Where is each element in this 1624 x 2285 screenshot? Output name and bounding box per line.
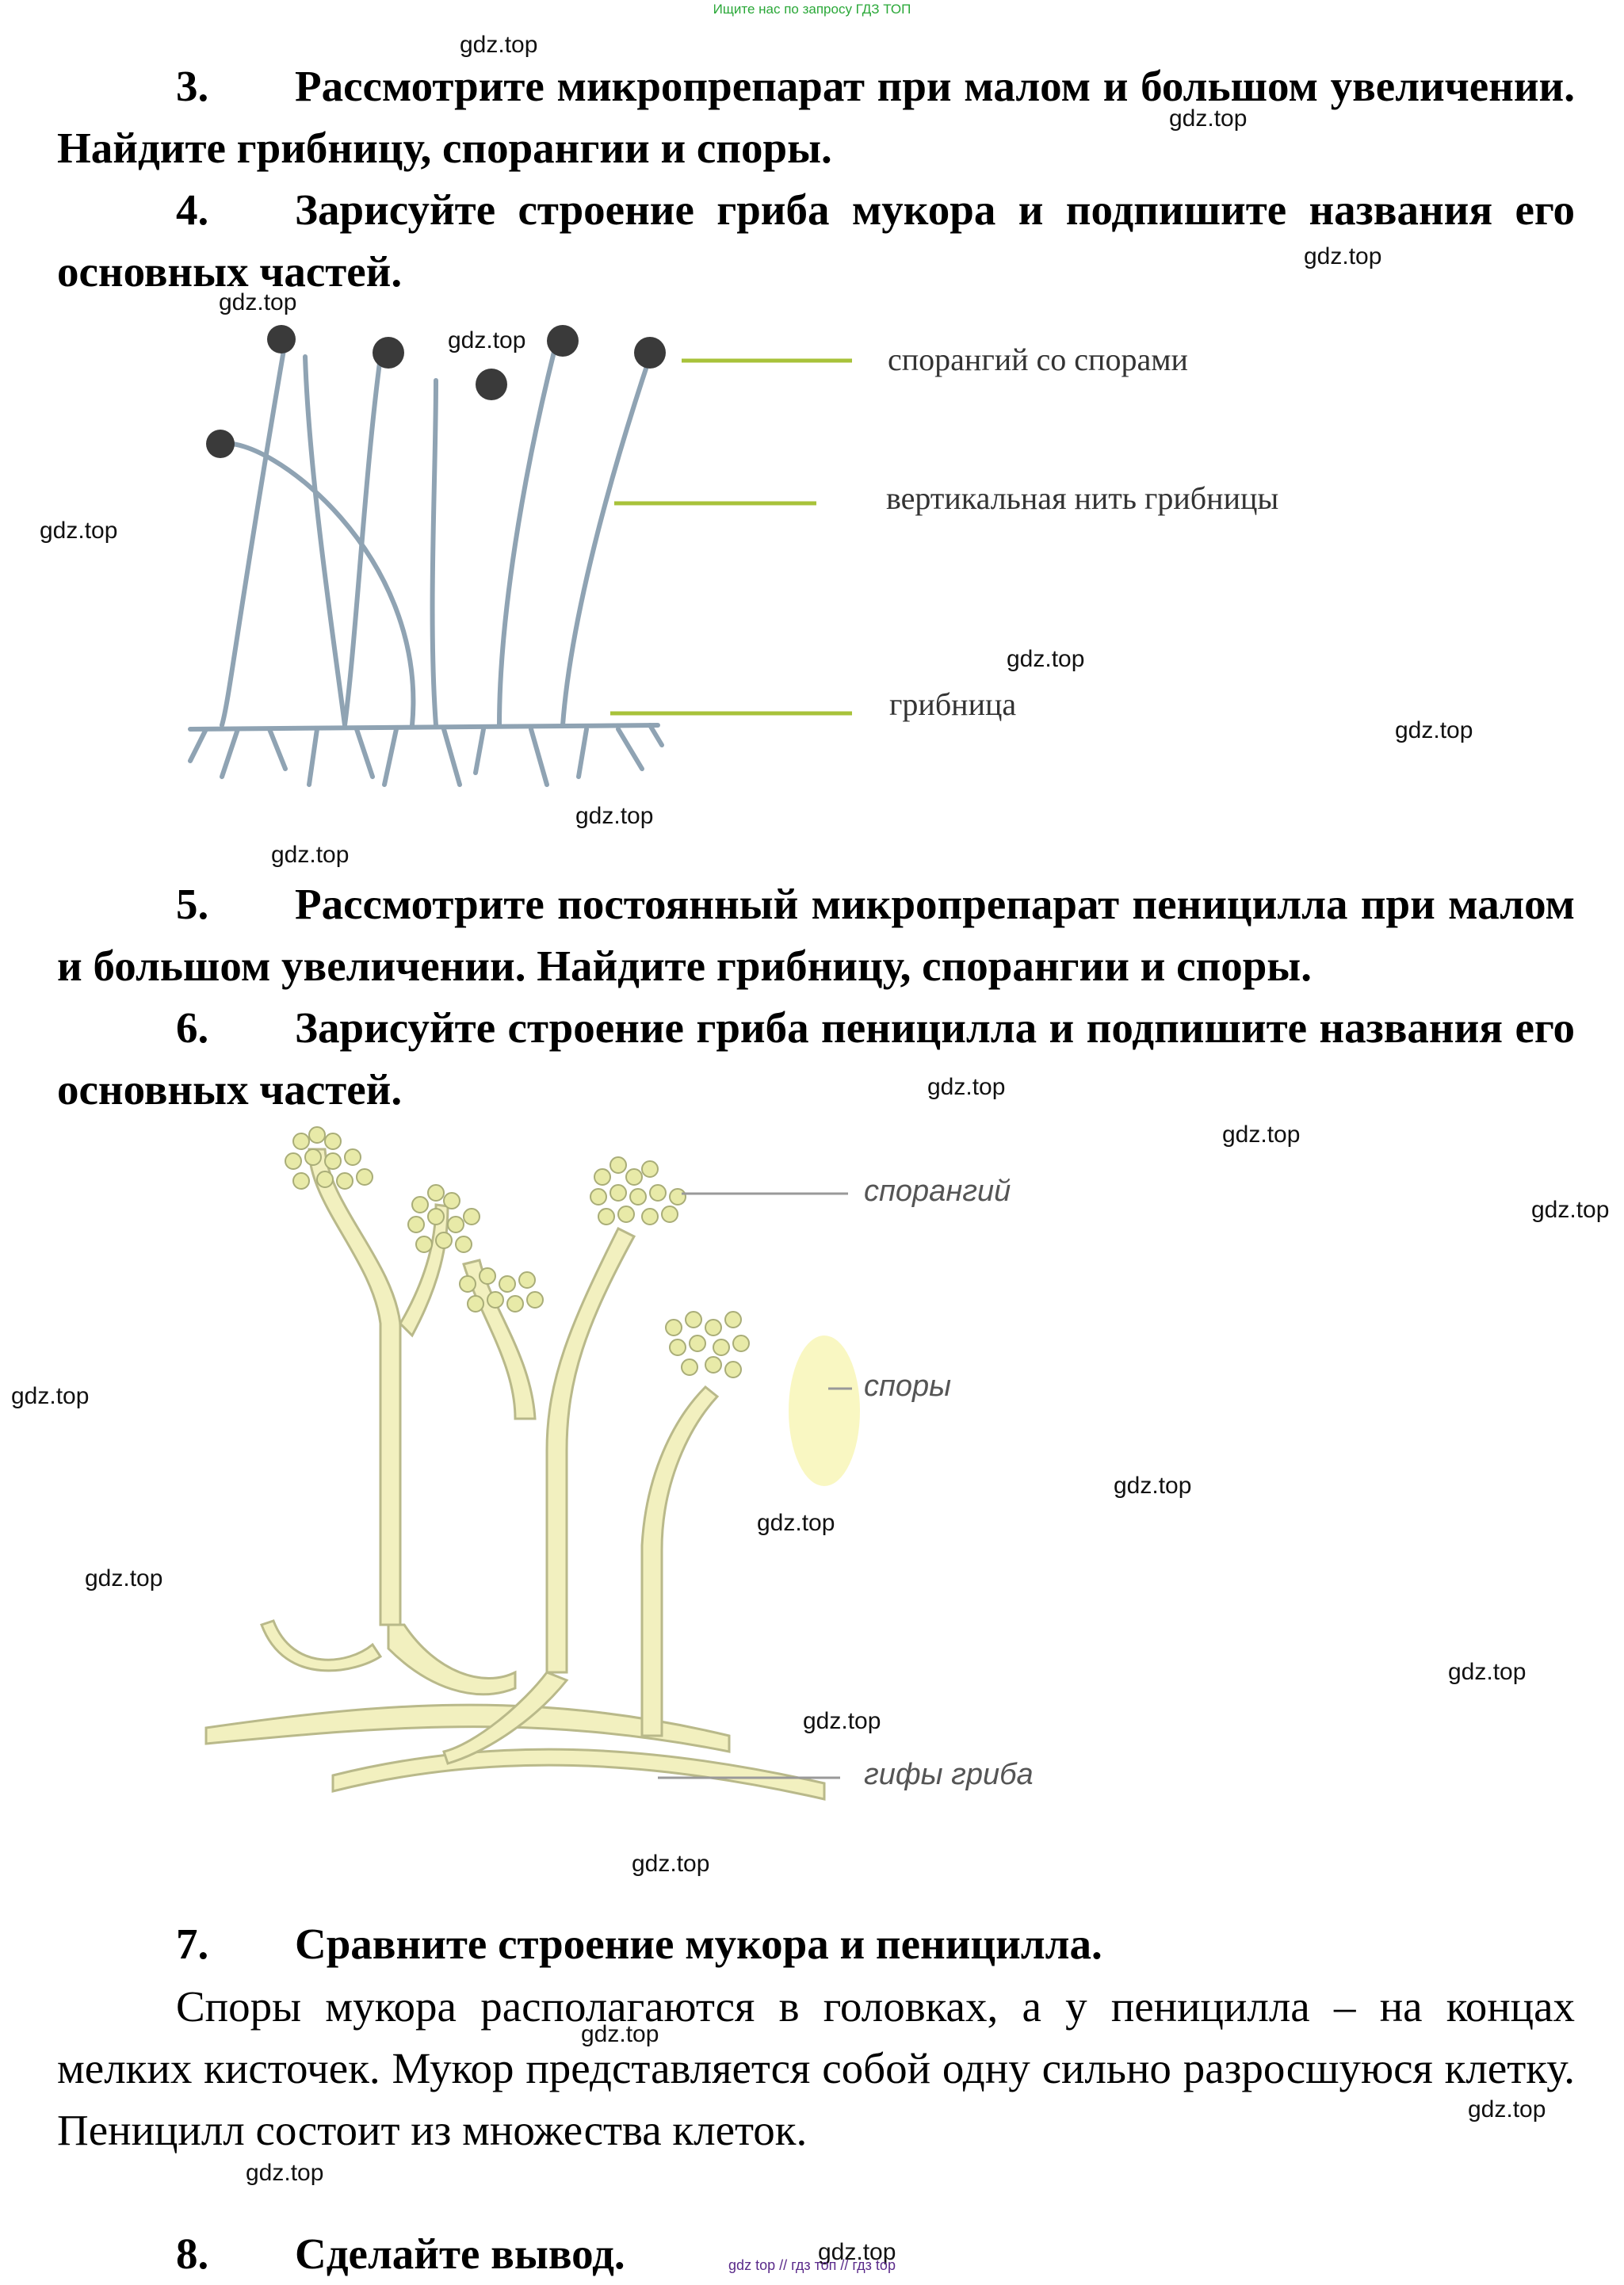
watermark: gdz.top	[40, 518, 118, 544]
mucor-hypha	[220, 441, 416, 728]
mucor-hypha	[497, 346, 557, 728]
watermark: gdz.top	[1468, 2096, 1546, 2123]
watermark: gdz.top	[632, 1851, 710, 1877]
watermark: gdz.top	[1395, 717, 1473, 743]
watermark: gdz.top	[1531, 1197, 1610, 1223]
question-3-text: Рассмотрите микропрепарат при малом и бо…	[57, 62, 1575, 172]
spore-cloud	[789, 1335, 860, 1486]
watermark: gdz.top	[271, 842, 350, 868]
watermark: gdz.top	[246, 2160, 324, 2186]
mucor-hypha	[342, 354, 383, 728]
watermark: gdz.top	[11, 1383, 90, 1409]
question-6-number: 6.	[176, 1003, 209, 1052]
question-6: 6.Зарисуйте строение гриба пеницилла и п…	[57, 997, 1575, 1121]
mucor-sporangium	[267, 325, 296, 353]
question-6-text: Зарисуйте строение гриба пеницилла и под…	[57, 1003, 1575, 1114]
watermark: gdz.top	[927, 1074, 1006, 1100]
mucor-sporangium	[476, 369, 507, 400]
penicillium-conidiophore	[308, 1148, 402, 1626]
watermark: gdz.top	[581, 2021, 659, 2047]
footer-links[interactable]: gdz top // гдз топ // гдз top	[728, 2257, 896, 2273]
watermark: gdz.top	[85, 1565, 163, 1591]
watermark: gdz.top	[1169, 105, 1248, 132]
label-penicillium-spores: споры	[864, 1370, 952, 1403]
watermark: gdz.top	[803, 1708, 881, 1734]
watermark: gdz.top	[1304, 243, 1382, 269]
mucor-sporangium	[547, 325, 579, 357]
watermark: gdz.top	[757, 1510, 835, 1536]
question-5-text: Рассмотрите постоянный микропрепарат пен…	[57, 880, 1575, 990]
question-8-text: Сделайте вывод.	[295, 2230, 625, 2278]
mucor-hypha	[303, 354, 347, 728]
question-7-text: Сравните строение мукора и пеницилла.	[295, 1920, 1102, 1968]
question-8-number: 8.	[176, 2230, 209, 2278]
mucor-hypha	[220, 338, 288, 728]
label-mucor-mycelium: грибница	[889, 686, 1017, 722]
watermark: gdz.top	[1448, 1659, 1527, 1685]
question-4-text: Зарисуйте строение гриба мукора и подпиш…	[57, 185, 1575, 296]
label-penicillium-hyphae: гифы гриба	[864, 1758, 1034, 1791]
mucor-hypha	[430, 378, 438, 728]
mucor-sporangium	[634, 337, 666, 369]
watermark: gdz.top	[818, 2239, 896, 2265]
question-4: 4.Зарисуйте строение гриба мукора и подп…	[57, 179, 1575, 303]
label-mucor-sporangium: спорангий со спорами	[888, 342, 1188, 377]
question-8: 8. Сделайте вывод.	[57, 2223, 1575, 2285]
question-5: 5.Рассмотрите постоянный микропрепарат п…	[57, 873, 1575, 997]
mucor-sporangium	[373, 337, 404, 369]
watermark: gdz.top	[448, 327, 526, 353]
penicillium-drawing	[204, 1126, 860, 1801]
label-penicillium-sporangium: спорангий	[864, 1175, 1011, 1208]
question-7-number: 7.	[176, 1920, 209, 1968]
penicillium-conidiophore	[545, 1226, 636, 1674]
watermark: gdz.top	[1007, 646, 1085, 672]
watermark: gdz.top	[575, 803, 654, 829]
mucor-hypha	[560, 354, 652, 728]
answer-7: Споры мукора располагаются в головках, а…	[57, 1982, 1575, 2154]
question-3: 3.Рассмотрите микропрепарат при малом и …	[57, 55, 1575, 179]
label-mucor-vertical-hypha: вертикальная нить грибницы	[886, 480, 1279, 516]
watermark: gdz.top	[1114, 1473, 1192, 1499]
question-4-number: 4.	[176, 185, 209, 234]
top-banner: Ищите нас по запросу ГДЗ ТОП	[713, 2, 911, 17]
penicillium-conidiophore	[640, 1385, 720, 1737]
mucor-sporangium	[206, 430, 235, 458]
question-3-number: 3.	[176, 62, 209, 110]
watermark: gdz.top	[1222, 1121, 1301, 1148]
mucor-drawing	[188, 325, 666, 787]
watermark: gdz.top	[219, 289, 297, 315]
watermark: gdz.top	[460, 32, 538, 58]
question-5-number: 5.	[176, 880, 209, 928]
question-7: 7. Сравните строение мукора и пеницилла.	[57, 1913, 1575, 1975]
